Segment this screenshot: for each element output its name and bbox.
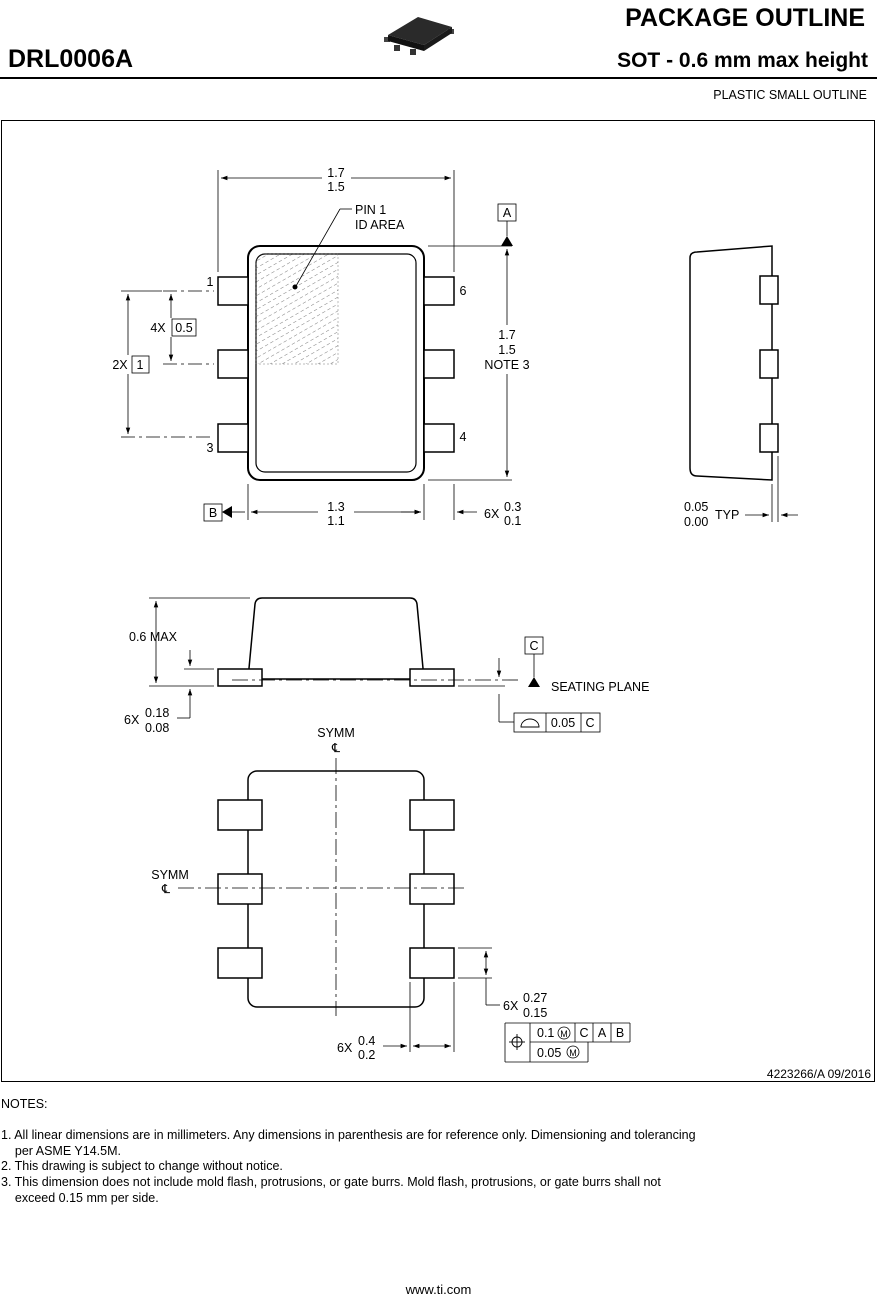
tol-datum-c: C: [579, 1026, 588, 1040]
lead-thk-min: 0.08: [145, 721, 169, 735]
tol-second-value: 0.05: [537, 1046, 561, 1060]
symm-top-centerline-icon: ℄: [331, 741, 341, 755]
lead-w-max: 0.27: [523, 991, 547, 1005]
pin-1-label: 1: [207, 275, 214, 289]
datum-b: B: [209, 506, 217, 520]
lead-len-max: 0.4: [358, 1034, 375, 1048]
mmc-icon: M: [560, 1029, 568, 1039]
header-rule: [0, 77, 877, 79]
flatness-datum: C: [585, 716, 594, 730]
lead-w-count: 6X: [503, 999, 519, 1013]
symm-top-label: SYMM: [317, 726, 355, 740]
lead-width-max: 0.3: [504, 500, 521, 514]
drawing-title: PACKAGE OUTLINE: [625, 4, 865, 32]
datum-c: C: [529, 639, 538, 653]
length-note: NOTE 3: [484, 358, 529, 372]
notes-heading: NOTES:: [1, 1097, 48, 1111]
flatness-value: 0.05: [551, 716, 575, 730]
lead-width-count: 6X: [484, 507, 500, 521]
body-width-max: 1.3: [327, 500, 344, 514]
span-value: 1: [137, 358, 144, 372]
body-width-min: 1.1: [327, 514, 344, 528]
pin-3-label: 3: [207, 441, 214, 455]
lead-thk-count: 6X: [124, 713, 140, 727]
standoff-min: 0.00: [684, 515, 708, 529]
pin-4-label: 4: [460, 430, 467, 444]
bottom-view: SYMM ℄ SYMM ℄ 6X 0.27 0.15 6X 0.4 0.2: [151, 726, 631, 1063]
pin1-label: PIN 1: [355, 203, 386, 217]
front-view: 0.6 MAX 6X 0.18 0.08 C SEATING PLANE 0.0…: [124, 597, 649, 735]
standoff-typ: TYP: [715, 508, 739, 522]
footer-url[interactable]: www.ti.com: [405, 1282, 472, 1297]
length-max: 1.7: [498, 328, 515, 342]
part-number: DRL0006A: [8, 45, 134, 73]
mmc-icon-2: M: [569, 1048, 577, 1058]
lead-width-min: 0.1: [504, 514, 521, 528]
top-view: 1.7 1.5 PIN 1 ID AREA A 1.7 1.5 NOTE 3 1…: [112, 166, 529, 528]
symm-left-label: SYMM: [151, 868, 189, 882]
datum-a: A: [503, 206, 512, 220]
lead-len-count: 6X: [337, 1041, 353, 1055]
note-1: 1. All linear dimensions are in millimet…: [1, 1128, 696, 1158]
package-thumbnail-icon: [384, 17, 454, 55]
tol-position-value: 0.1: [537, 1026, 554, 1040]
lead-len-min: 0.2: [358, 1048, 375, 1062]
pitch-value: 0.5: [175, 321, 192, 335]
symm-left-centerline-icon: ℄: [161, 882, 171, 896]
width-min: 1.5: [327, 180, 344, 194]
lead-w-min: 0.15: [523, 1006, 547, 1020]
tol-datum-a: A: [598, 1026, 607, 1040]
document-number: 4223266/A 09/2016: [766, 1067, 871, 1081]
height-max: 0.6 MAX: [129, 630, 178, 644]
lead-thk-max: 0.18: [145, 706, 169, 720]
pin1-label-2: ID AREA: [355, 218, 405, 232]
pin-6-label: 6: [460, 284, 467, 298]
seating-plane-label: SEATING PLANE: [551, 680, 649, 694]
standoff-max: 0.05: [684, 500, 708, 514]
note-2: 2. This drawing is subject to change wit…: [1, 1159, 283, 1173]
side-view: 0.05 0.00 TYP: [684, 245, 798, 529]
package-type: PLASTIC SMALL OUTLINE: [713, 88, 867, 102]
drawing-frame: [1, 120, 875, 1082]
span-count: 2X: [112, 358, 128, 372]
length-min: 1.5: [498, 343, 515, 357]
drawing-subtitle: SOT - 0.6 mm max height: [617, 49, 868, 72]
width-max: 1.7: [327, 166, 344, 180]
note-3: 3. This dimension does not include mold …: [1, 1175, 661, 1205]
tol-datum-b: B: [616, 1026, 624, 1040]
pitch-count: 4X: [150, 321, 166, 335]
